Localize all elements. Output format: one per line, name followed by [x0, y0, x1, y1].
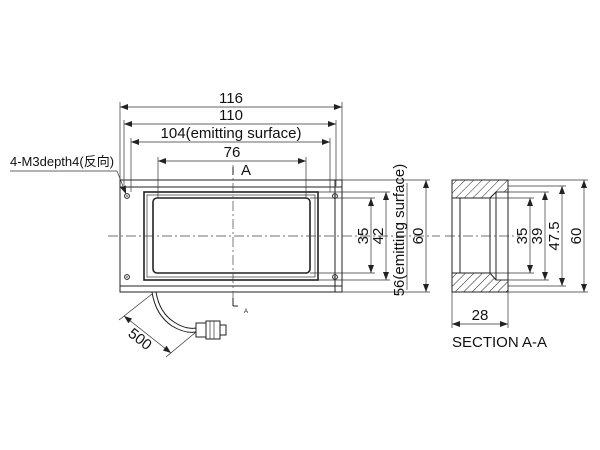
dim-104-emitting-surface: 104(emitting surface) — [161, 125, 302, 142]
thread-note: 4-M3depth4(反向) — [10, 154, 114, 169]
section-mark-a: A — [241, 162, 251, 179]
mounting-hole — [124, 193, 130, 199]
emitting-surface — [152, 197, 311, 274]
front-view: A A 116 110 104(emitting surface) 76 — [10, 90, 440, 358]
section-view: 35 39 47.5 60 28 SECTION A-A — [445, 179, 588, 351]
dim-35: 35 — [355, 228, 372, 245]
section-mark-a-small: A — [244, 309, 248, 315]
dim-500-cable-length: 500 — [125, 325, 155, 354]
section-dim-28: 28 — [472, 307, 489, 324]
section-dim-39: 39 — [529, 228, 546, 245]
dim-110: 110 — [219, 107, 243, 124]
section-dim-60: 60 — [568, 228, 585, 245]
section-wall-top — [451, 179, 509, 199]
cable — [151, 291, 197, 333]
connector — [195, 320, 227, 340]
dim-116: 116 — [219, 90, 243, 107]
dim-60: 60 — [410, 228, 427, 245]
section-title: SECTION A-A — [452, 334, 547, 351]
mounting-hole — [124, 274, 130, 280]
section-dim-35: 35 — [514, 228, 531, 245]
dim-76: 76 — [224, 144, 241, 161]
dim-42: 42 — [370, 228, 387, 245]
dim-56-emitting-surface: 56(emitting surface) — [391, 164, 408, 297]
section-dim-47-5: 47.5 — [546, 221, 563, 250]
mounting-hole — [332, 193, 338, 199]
section-wall-bottom — [451, 272, 509, 293]
mounting-hole — [332, 274, 338, 280]
